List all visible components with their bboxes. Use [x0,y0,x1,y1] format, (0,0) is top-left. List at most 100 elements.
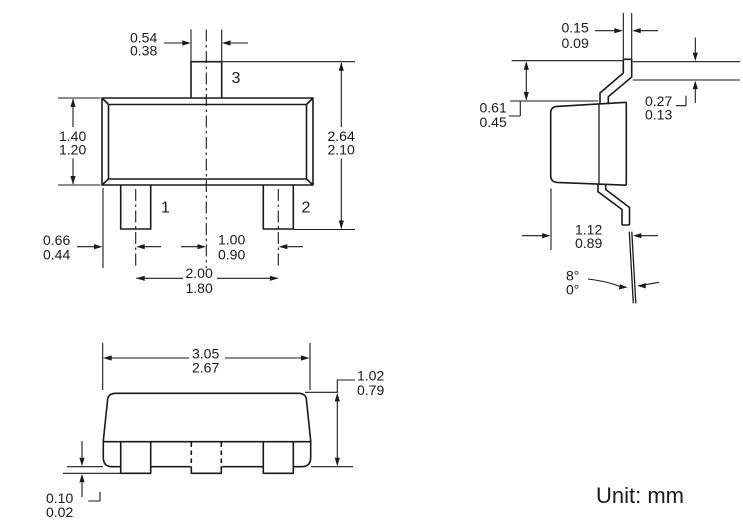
front-pin1 [119,185,152,230]
dimension-lines [164,29,248,62]
dim-body-length-min: 2.67 [192,360,219,376]
dim-lead-span: 2.00 1.80 [136,265,279,296]
dim-foot-height-min: 0.13 [645,107,672,123]
arrowhead [136,244,145,250]
arrowhead [338,62,344,71]
dim-foot-height: 0.27 0.13 [632,37,740,123]
dim-lead-span-max: 2.00 [186,265,213,281]
arrowhead [542,233,551,239]
dim-lead-pitch-min: 0.90 [218,247,245,263]
arrowhead [301,355,310,361]
dim-lead-pitch: 1.00 0.90 [181,232,303,263]
seating-plane-lines [63,466,353,474]
dim-edge-to-lead-min: 0.44 [43,247,70,263]
dim-lead-span-min: 1.80 [186,280,213,296]
arrowhead [614,28,623,34]
dim-body-width-max: 1.12 [575,222,602,238]
bottom-pin-middle-hidden [190,442,223,467]
dim-body-width-min: 0.89 [575,235,602,251]
side-body-outline [549,101,628,186]
dim-body-thickness-max: 1.02 [357,368,384,384]
dim-body-thickness-min: 0.79 [357,382,384,398]
dim-standoff: 0.10 0.02 [46,441,101,520]
dim-tab-width-min: 0.38 [130,43,157,59]
dimension-lines [587,278,660,287]
front-view: 0.54 0.38 1.40 1.20 2.64 2.10 0.66 0.44 [43,29,355,296]
arrowhead [523,92,529,101]
dim-overall-height-min: 2.10 [328,142,355,158]
arrowhead [70,176,76,185]
side-foot-angle-lines [628,231,637,304]
dim-lead-thickness-max: 0.15 [562,20,589,36]
dim-body-width: 1.12 0.89 [522,188,658,251]
arrowhead [269,275,279,281]
dimension-lines [522,188,658,250]
bottom-pin-middle-mask [190,442,223,474]
dim-body-height-min: 1.20 [59,142,86,158]
arrowhead [79,457,85,467]
arrowhead [70,98,76,107]
arrowhead [94,244,103,250]
dim-body-height-max: 1.40 [59,128,86,144]
front-body-outline [101,97,314,186]
dim-shoulder-height: 0.61 0.45 [480,60,624,130]
pin-label-2: 2 [302,200,311,217]
dim-shoulder-height-max: 0.61 [480,100,507,116]
dimension-lines [222,61,355,231]
side-lead-lower [597,184,631,226]
dim-body-height: 1.40 1.20 [58,97,101,186]
side-view: 0.15 0.09 0.61 0.45 0.27 0.13 1.12 0.89 [480,13,740,304]
arrowhead [182,40,191,46]
arrowhead [523,61,529,70]
dim-body-thickness: 1.02 0.79 [305,368,384,467]
dim-foot-angle-min: 0° [566,282,579,298]
side-lead-upper [599,58,633,105]
dimension-lines [58,97,101,186]
dim-foot-height-max: 0.27 [645,93,672,109]
front-pin2 [262,185,295,230]
arrowhead [197,244,206,250]
front-tab-pin3 [190,60,223,98]
arrowhead [334,457,340,467]
dim-overall-height-max: 2.64 [328,128,355,144]
arrowhead [79,473,85,483]
dimension-lines [509,60,624,117]
bottom-pin-left [119,442,152,475]
arrowhead [637,283,646,289]
dim-shoulder-height-min: 0.45 [480,114,507,130]
arrowhead [103,355,112,361]
dimension-lines [102,343,311,390]
arrowhead [692,52,698,62]
dim-foot-angle: 8° 0° [566,268,660,298]
dim-edge-to-lead-max: 0.66 [43,232,70,248]
bottom-pin-right [262,442,295,475]
arrowhead [692,80,698,90]
dimension-lines [81,441,101,502]
dimension-lines [632,37,740,107]
dim-body-length: 3.05 2.67 [102,343,311,390]
arrowhead [222,40,231,46]
dim-standoff-min: 0.02 [46,504,73,520]
unit-note: Unit: mm [596,483,684,508]
arrowhead [136,275,145,281]
arrowhead [334,392,340,402]
pin-label-1: 1 [161,200,170,217]
dim-lead-thickness: 0.15 0.09 [562,13,658,59]
dim-overall-height: 2.64 2.10 [222,61,355,231]
arrowhead [278,244,288,250]
arrowhead [338,220,344,229]
dimension-lines [77,188,161,268]
bottom-pin-middle-foot [190,466,223,475]
dim-body-length-max: 3.05 [192,346,219,362]
arrowhead [632,233,642,239]
bottom-body-outline [102,392,312,468]
front-centerlines [135,29,279,268]
dim-lead-pitch-max: 1.00 [218,232,245,248]
dim-tab-width: 0.54 0.38 [130,29,248,62]
dim-foot-angle-max: 8° [566,268,579,284]
pin-label-3: 3 [232,70,241,87]
bottom-view: 3.05 2.67 1.02 0.79 0.10 0.02 [46,343,384,520]
arrowhead [632,28,641,34]
